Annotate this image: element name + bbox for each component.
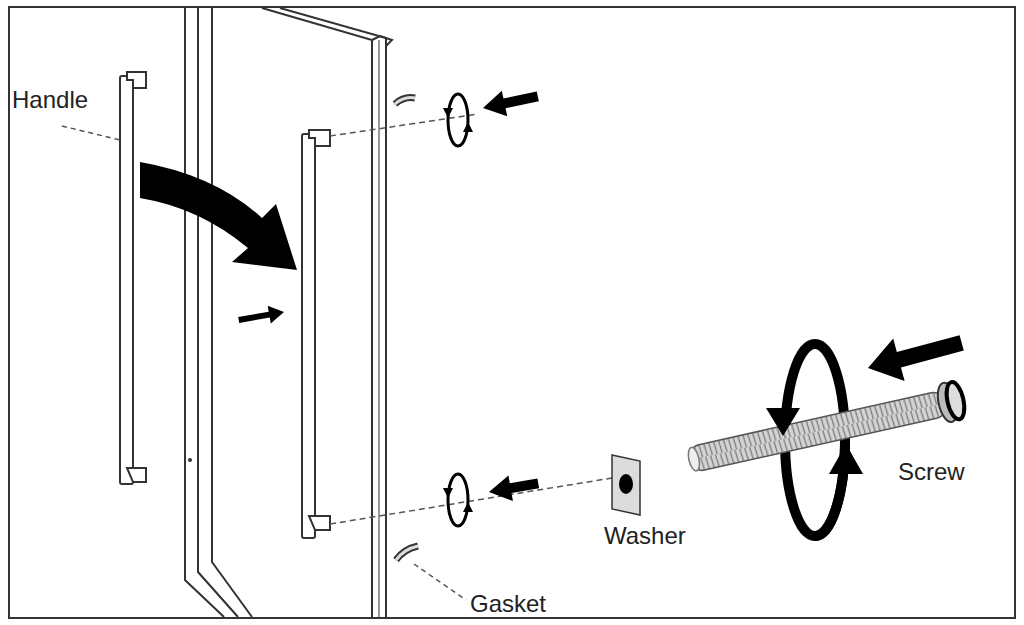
rotation-arrowhead [766, 408, 863, 474]
handle-mounted [302, 130, 330, 538]
push-arrow [480, 84, 540, 121]
part-label: Gasket [470, 590, 546, 618]
door-frame [185, 8, 392, 617]
move-arrow [140, 162, 297, 270]
rotation-symbol [448, 94, 468, 526]
push-arrow [862, 322, 967, 390]
leader-line [414, 564, 466, 600]
axis-line [330, 114, 478, 136]
gasket-part [395, 98, 418, 560]
part-label: Washer [604, 522, 686, 550]
push-arrow [237, 303, 285, 329]
rotation-arrowhead [443, 108, 473, 512]
axis-line [330, 478, 612, 524]
push-arrow [487, 471, 541, 505]
washer-part [612, 455, 640, 515]
part-label: Screw [898, 458, 965, 486]
part-label: Handle [12, 86, 88, 114]
handle-loose [120, 72, 146, 484]
leader-line [62, 126, 120, 140]
picture-frame [9, 7, 1015, 618]
